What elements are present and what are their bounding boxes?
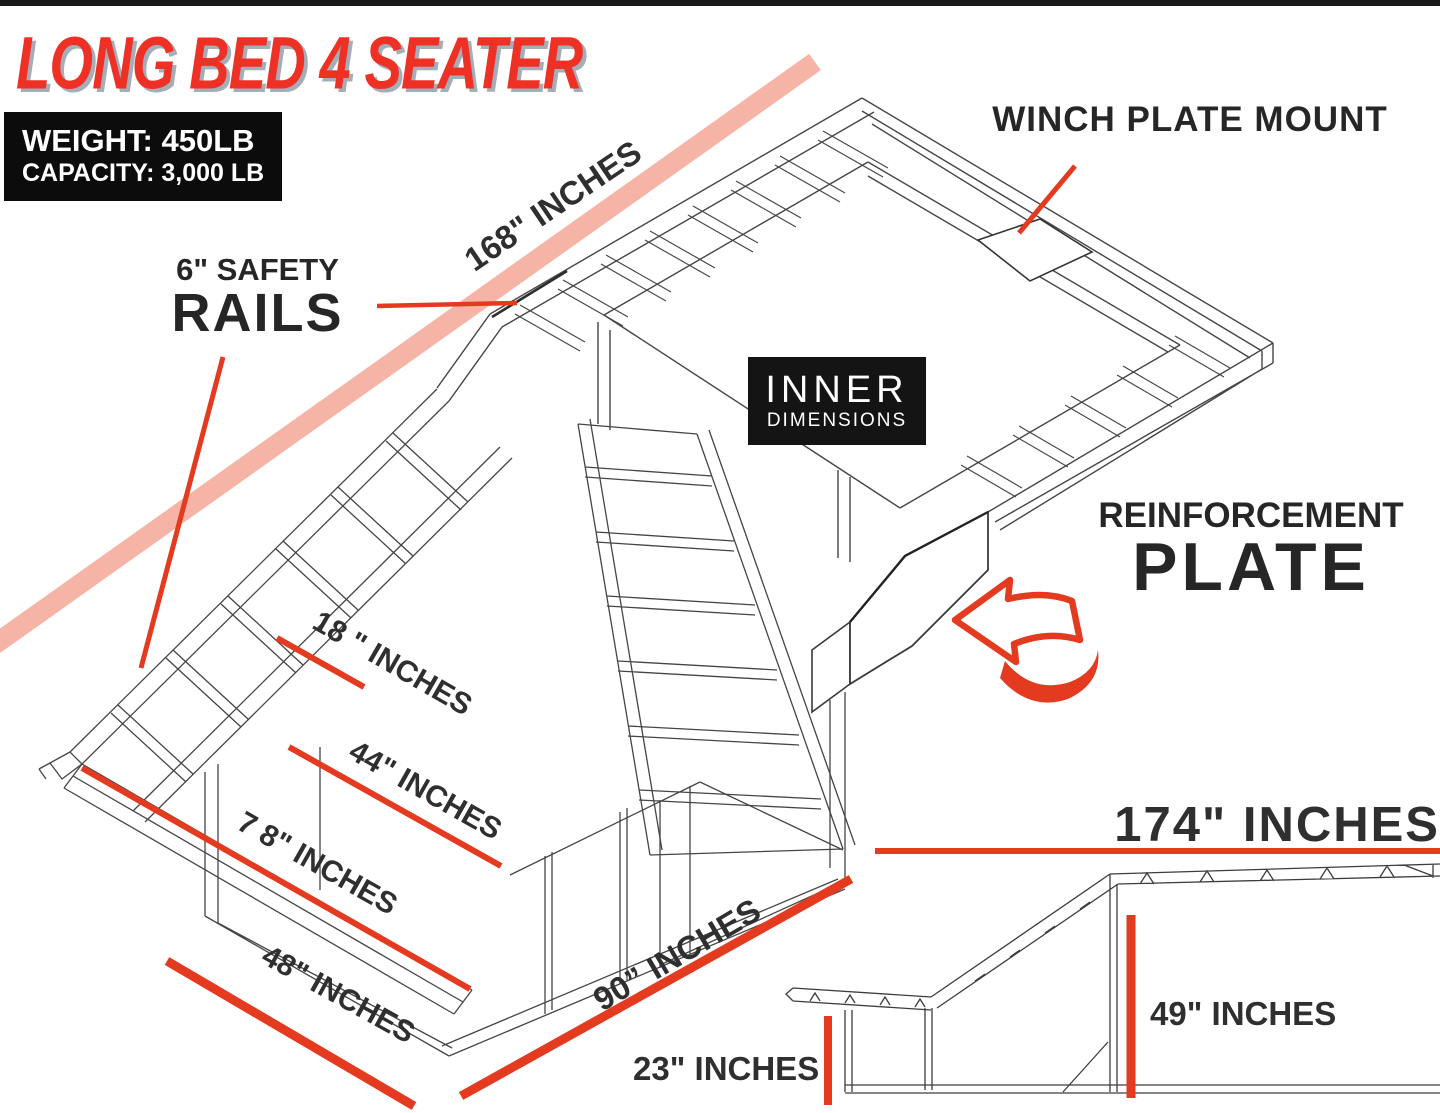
dim-line-44 <box>287 744 503 869</box>
weight-value: WEIGHT: 450LB <box>22 123 255 158</box>
dim-line-78 <box>80 765 472 992</box>
top-border-bar <box>0 0 1440 6</box>
dim-line-90 <box>458 875 854 1100</box>
front-deck-wireframe <box>38 388 513 1015</box>
reinforcement-plate-label-top: REINFORCEMENT <box>1098 496 1404 535</box>
weight-capacity-panel: WEIGHT: 450LB CAPACITY: 3,000 LB <box>4 112 283 201</box>
hitch-nose <box>49 751 83 780</box>
dimension-174-inches: 174" INCHES <box>1114 798 1440 852</box>
winch-plate-shape <box>976 218 1094 282</box>
inner-dimensions-badge-bottom: DIMENSIONS <box>766 409 908 431</box>
winch-pointer-line <box>1017 164 1077 235</box>
inner-dimensions-badge-top: INNER <box>765 369 909 412</box>
safety-rails-label-top: 6" SAFETY <box>176 252 339 287</box>
capacity-value: CAPACITY: 3,000 LB <box>22 158 265 187</box>
dimension-23-inches: 23" INCHES <box>633 1050 820 1087</box>
deck-crossmembers <box>514 130 1231 498</box>
dimension-49-inches: 49" INCHES <box>1150 995 1337 1032</box>
side-view-drawing <box>785 863 1440 1094</box>
page-title: LONG BED 4 SEATER <box>16 21 583 105</box>
reinforcement-plate-label-bottom: PLATE <box>1132 529 1370 605</box>
inner-dimensions-badge: INNER DIMENSIONS <box>748 357 926 445</box>
dim-line-48 <box>164 957 417 1110</box>
winch-plate-mount-label: WINCH PLATE MOUNT <box>992 100 1388 139</box>
reinforcement-plate-shape <box>811 510 989 714</box>
safety-rail-edge <box>491 269 568 319</box>
safety-rails-label: 6" SAFETY RAILS <box>150 254 365 341</box>
rails-pointer-diagonal <box>138 356 226 669</box>
rear-deck-wireframe <box>436 97 1274 562</box>
slope-ladder-wireframe <box>577 418 856 856</box>
dim-line-18 <box>275 635 366 690</box>
safety-rails-label-bottom: RAILS <box>171 282 344 343</box>
seat-box-wireframe <box>204 692 846 1057</box>
red-dimension-lines <box>80 164 1440 1110</box>
pink-dimension-band <box>0 53 821 654</box>
curved-arrow-icon <box>951 576 1099 703</box>
reinforcement-plate-label: REINFORCEMENT PLATE <box>1095 498 1407 601</box>
rails-pointer-line <box>376 300 518 309</box>
